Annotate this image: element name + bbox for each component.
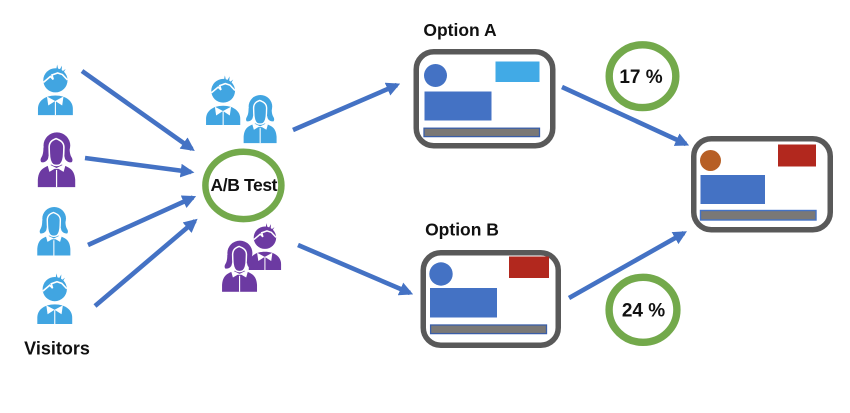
svg-text:24 %: 24 % — [622, 301, 665, 322]
svg-text:A/B Test: A/B Test — [211, 175, 278, 195]
svg-text:17 %: 17 % — [619, 67, 662, 88]
svg-text:Option B: Option B — [425, 220, 499, 240]
svg-text:Option A: Option A — [423, 20, 497, 40]
svg-text:Visitors: Visitors — [24, 339, 90, 359]
